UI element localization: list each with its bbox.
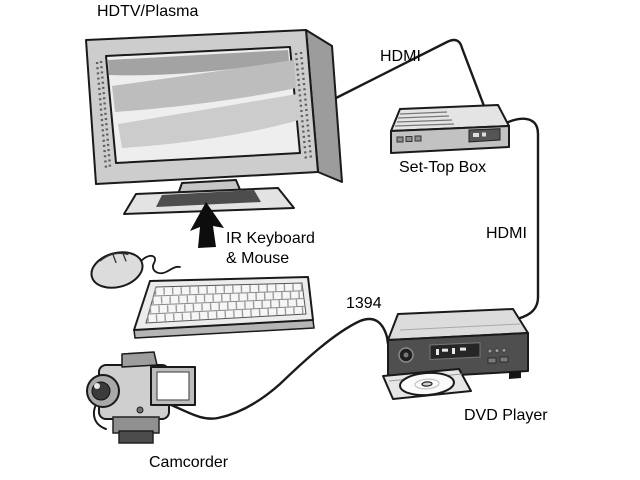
settop-vents (394, 111, 455, 127)
set-top-box (390, 104, 510, 154)
firewire-label: 1394 (346, 295, 382, 312)
camcorder-screen (150, 366, 196, 406)
ir-keyboard-label-1: IR Keyboard (226, 230, 315, 247)
tv-screen (105, 46, 301, 164)
dvd-tray (382, 368, 472, 400)
camcorder (86, 351, 196, 444)
ir-up-arrow (190, 202, 224, 248)
hdmi-cable-tv-to-settop (334, 38, 486, 108)
mouse-cable (140, 254, 181, 275)
hdmi-top-label: HDMI (380, 48, 421, 65)
camcorder-viewfinder (121, 351, 158, 368)
dvd-player-label: DVD Player (464, 407, 548, 424)
camcorder-label: Camcorder (149, 454, 229, 471)
camcorder-lens (86, 374, 120, 408)
ir-keyboard-label-2: & Mouse (226, 250, 289, 267)
mouse (90, 251, 144, 289)
keyboard (133, 276, 315, 339)
camcorder-base (118, 430, 154, 444)
tv-speaker-grilles (95, 51, 313, 169)
tv-stand (123, 179, 295, 215)
camcorder-button (136, 406, 144, 414)
hdtv-plasma (85, 29, 343, 215)
firewire-cable-camcorder-to-dvd (167, 317, 390, 420)
settop-buttons (396, 135, 422, 143)
dvd-disc (399, 371, 455, 397)
hdmi-cable-settop-to-dvd (504, 117, 540, 322)
tv-label: HDTV/Plasma (97, 3, 198, 20)
dvd-player (382, 308, 529, 400)
hdmi-right-label: HDMI (486, 225, 527, 242)
set-top-box-label: Set-Top Box (399, 159, 486, 176)
dvd-buttons (487, 347, 509, 364)
